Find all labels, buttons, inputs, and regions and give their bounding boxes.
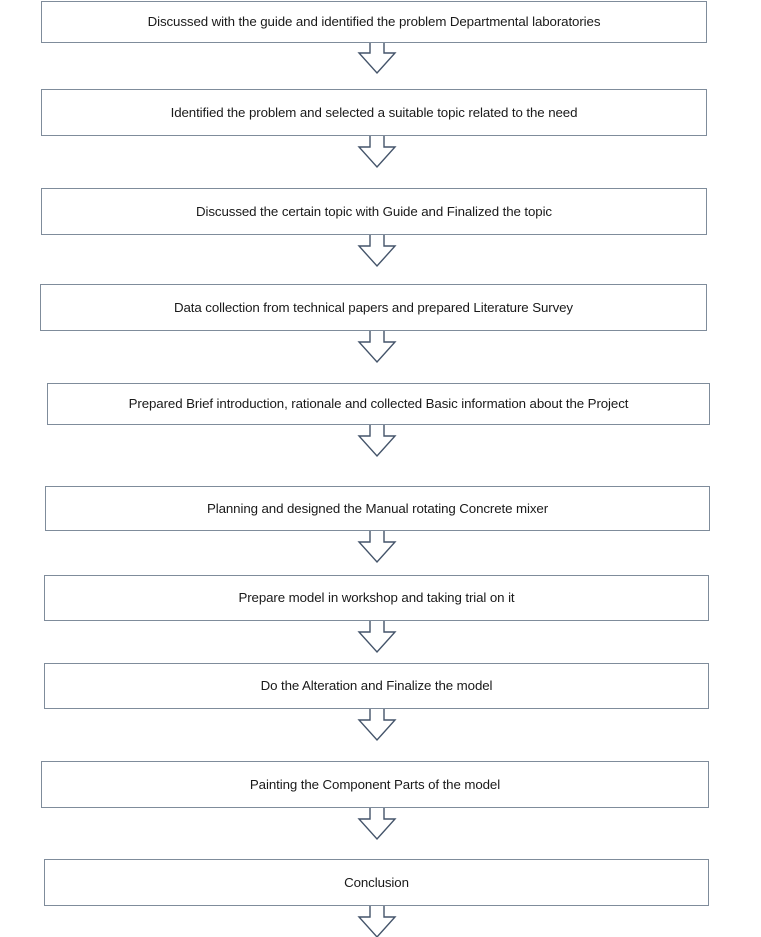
flow-node-label: Prepared Brief introduction, rationale a… (128, 396, 629, 412)
flow-node[interactable]: Painting the Component Parts of the mode… (41, 761, 709, 808)
flow-node[interactable]: Prepared Brief introduction, rationale a… (47, 383, 710, 425)
flow-node-label: Data collection from technical papers an… (174, 299, 573, 315)
flow-node[interactable]: Prepare model in workshop and taking tri… (44, 575, 709, 621)
flow-arrow-down (357, 40, 397, 75)
flow-arrow-down (357, 329, 397, 364)
flow-arrow-down (357, 134, 397, 169)
flow-node-label: Discussed with the guide and identified … (147, 14, 601, 30)
flow-node-label: Discussed the certain topic with Guide a… (196, 203, 552, 219)
flow-node-label: Painting the Component Parts of the mode… (249, 776, 501, 792)
flow-arrow-down (357, 707, 397, 742)
flow-arrow-down (357, 806, 397, 841)
flow-arrow-down (357, 233, 397, 268)
flow-node[interactable]: Do the Alteration and Finalize the model (44, 663, 709, 709)
flow-node-label: Conclusion (344, 874, 409, 890)
flow-node-label: Prepare model in workshop and taking tri… (238, 590, 515, 606)
flow-node-label: Planning and designed the Manual rotatin… (206, 500, 549, 516)
flow-node-label: Do the Alteration and Finalize the model (260, 678, 493, 694)
flow-arrow-down (357, 619, 397, 654)
flow-arrow-down (357, 904, 397, 937)
flow-node[interactable]: Conclusion (44, 859, 709, 906)
flow-node[interactable]: Identified the problem and selected a su… (41, 89, 707, 136)
flow-node[interactable]: Discussed with the guide and identified … (41, 1, 707, 43)
flow-node[interactable]: Planning and designed the Manual rotatin… (45, 486, 710, 531)
flow-arrow-down (357, 529, 397, 564)
flow-arrow-down (357, 423, 397, 458)
flow-node[interactable]: Data collection from technical papers an… (40, 284, 707, 331)
flow-node[interactable]: Discussed the certain topic with Guide a… (41, 188, 707, 235)
flow-node-label: Identified the problem and selected a su… (170, 104, 578, 120)
